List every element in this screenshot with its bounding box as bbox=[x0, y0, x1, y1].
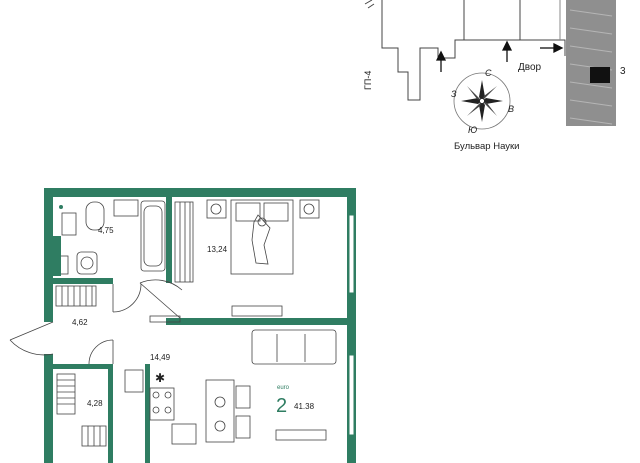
wall-bedroom-bottom bbox=[166, 318, 347, 325]
radiator-bedroom bbox=[174, 201, 194, 283]
wall-kitchen-left bbox=[145, 364, 150, 463]
storage-racks bbox=[56, 373, 107, 447]
storage-door[interactable] bbox=[88, 339, 114, 365]
bathroom-area: 4,75 bbox=[98, 226, 114, 235]
bathroom-door[interactable] bbox=[112, 283, 142, 313]
bathroom-fixtures bbox=[55, 199, 166, 275]
section-block bbox=[566, 0, 616, 126]
street-label: Бульвар Науки bbox=[454, 141, 519, 152]
radiator-hall bbox=[149, 315, 181, 323]
vent-dot bbox=[59, 205, 63, 209]
compass-north-label: С bbox=[485, 68, 492, 78]
windows bbox=[348, 214, 355, 436]
compass-icon bbox=[453, 72, 511, 130]
boiler-icon bbox=[61, 212, 77, 236]
bathtub-inner bbox=[143, 205, 163, 267]
hall-area: 4,62 bbox=[72, 318, 88, 327]
kitchen-fixtures bbox=[124, 369, 327, 445]
kitchen-living-area: 14,49 bbox=[150, 353, 171, 362]
shaft-block bbox=[53, 236, 61, 276]
section-marker bbox=[590, 67, 610, 83]
entrance-door[interactable] bbox=[9, 321, 54, 356]
wall-top bbox=[44, 188, 356, 197]
entrance-arrows bbox=[435, 40, 564, 72]
ac-icon: ✱ bbox=[155, 371, 165, 385]
building-outline-3 bbox=[519, 0, 566, 56]
wall-right bbox=[347, 188, 356, 463]
apartment-format: euro bbox=[277, 385, 290, 391]
sink-icon bbox=[113, 199, 139, 217]
dining-table-icon bbox=[205, 379, 235, 443]
wall-left-upper bbox=[44, 188, 53, 322]
compass-south-label: Ю bbox=[468, 125, 477, 135]
chair-icon bbox=[235, 385, 251, 409]
compass-west-label: З bbox=[451, 89, 457, 99]
apartment-total-area: 41.38 bbox=[294, 402, 315, 411]
building-outline-2 bbox=[463, 0, 521, 41]
tick-mark bbox=[364, 0, 375, 9]
walls bbox=[44, 188, 356, 463]
kitchen-sink-icon bbox=[171, 423, 197, 445]
hall-rack bbox=[55, 285, 97, 307]
section-number: 3 bbox=[620, 66, 626, 77]
tv-stand-bedroom bbox=[231, 305, 283, 317]
bed-icon bbox=[230, 199, 294, 275]
wall-bath-bottom bbox=[53, 278, 113, 284]
chair-icon-2 bbox=[235, 415, 251, 439]
building-label: ГП-4 bbox=[363, 71, 373, 90]
arrow-right-head bbox=[553, 42, 564, 54]
arrow-up-1-head bbox=[435, 50, 447, 61]
window-bedroom bbox=[348, 214, 355, 294]
wall-storage-top bbox=[53, 364, 108, 369]
bathtub-icon bbox=[140, 200, 166, 272]
bedroom-area: 13,24 bbox=[207, 245, 228, 254]
window-kitchen bbox=[348, 354, 355, 436]
fridge-icon bbox=[124, 369, 144, 393]
toilet-icon bbox=[85, 201, 105, 231]
compass-east-label: В bbox=[508, 104, 514, 114]
wall-left-lower bbox=[44, 354, 53, 463]
tv-stand-living bbox=[275, 429, 327, 441]
building-outline bbox=[381, 0, 465, 101]
arrow-up-2-head bbox=[501, 40, 513, 51]
washing-machine-icon bbox=[76, 251, 98, 275]
apartment-rooms-count: 2 bbox=[276, 395, 287, 417]
nightstands bbox=[206, 199, 320, 219]
bedroom-door[interactable] bbox=[139, 279, 183, 319]
wall-bath-bedroom bbox=[166, 197, 172, 283]
storage-area: 4,28 bbox=[87, 399, 103, 408]
site-plan bbox=[364, 0, 566, 101]
sofa-icon bbox=[251, 329, 337, 365]
wall-storage-right bbox=[108, 364, 113, 463]
stove-icon bbox=[149, 387, 175, 421]
courtyard-label: Двор bbox=[518, 62, 542, 73]
